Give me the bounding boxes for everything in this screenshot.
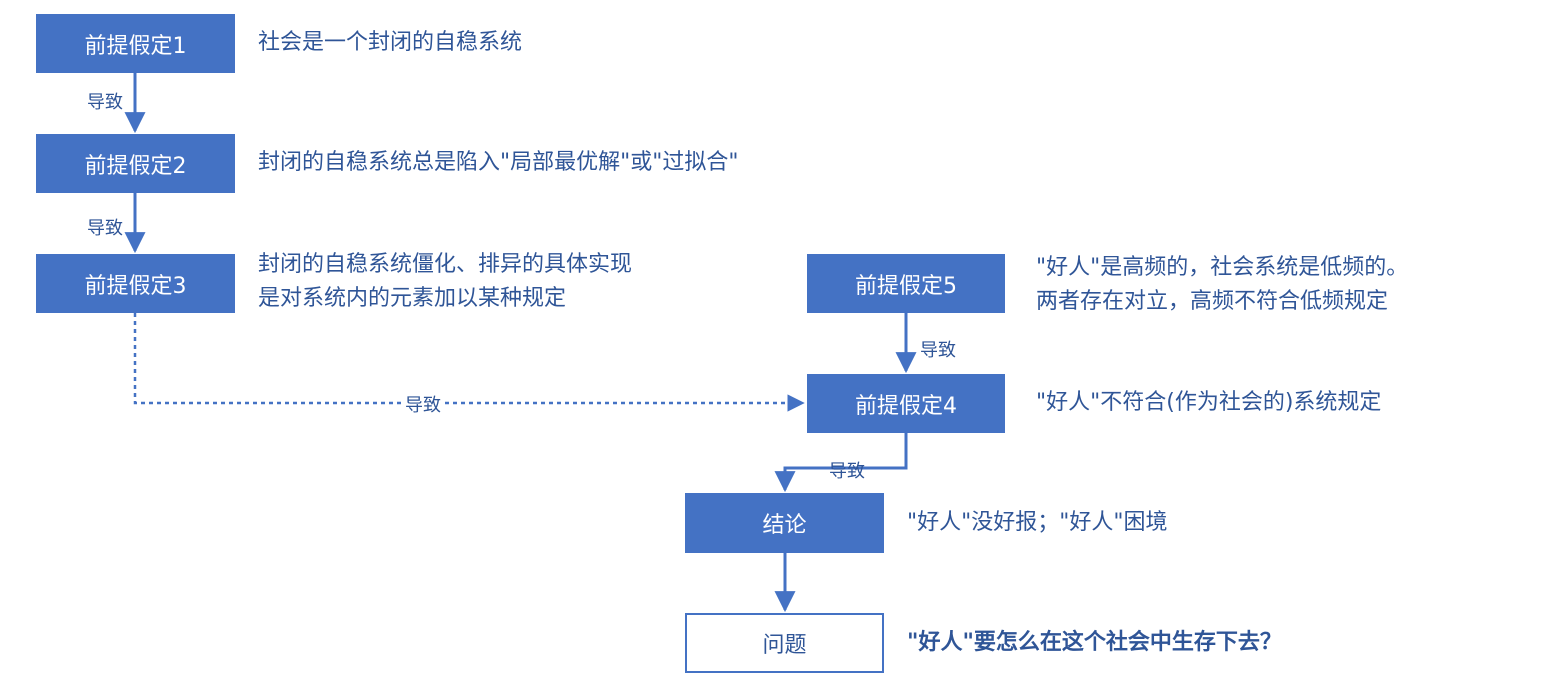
premise-5-desc-line1: "好人"是高频的，社会系统是低频的。 <box>1036 255 1409 280</box>
premise-3-desc: 封闭的自稳系统僵化、排异的具体实现 是对系统内的元素加以某种规定 <box>258 248 632 316</box>
node-premise-1: 前提假定1 <box>36 14 235 73</box>
node-conclusion: 结论 <box>685 493 884 553</box>
node-premise-5: 前提假定5 <box>807 254 1005 313</box>
premise-4-desc: "好人"不符合(作为社会的)系统规定 <box>1036 390 1382 415</box>
edge-label-p4-conclusion: 导致 <box>829 461 865 482</box>
premise-1-desc: 社会是一个封闭的自稳系统 <box>258 30 523 55</box>
edge-label-p2-p3: 导致 <box>87 218 123 239</box>
premise-2-desc: 封闭的自稳系统总是陷入"局部最优解"或"过拟合" <box>258 150 739 175</box>
node-premise-3: 前提假定3 <box>36 254 235 313</box>
edge-label-p5-p4: 导致 <box>920 340 956 361</box>
node-premise-4: 前提假定4 <box>807 374 1005 433</box>
edge-p4-conclusion <box>774 433 908 493</box>
premise-3-desc-line2: 是对系统内的元素加以某种规定 <box>258 286 567 311</box>
node-question: 问题 <box>685 613 884 673</box>
conclusion-desc: "好人"没好报；"好人"困境 <box>907 510 1168 535</box>
question-desc: "好人"要怎么在这个社会中生存下去？ <box>907 630 1282 655</box>
premise-3-desc-line1: 封闭的自稳系统僵化、排异的具体实现 <box>258 252 633 277</box>
node-premise-2: 前提假定2 <box>36 134 235 193</box>
premise-5-desc-line2: 两者存在对立，高频不符合低频规定 <box>1036 289 1389 314</box>
edge-p3-p4-dashed <box>133 313 805 412</box>
premise-5-desc: "好人"是高频的，社会系统是低频的。 两者存在对立，高频不符合低频规定 <box>1036 251 1408 319</box>
edge-label-p1-p2: 导致 <box>87 92 123 113</box>
edge-label-p3-p4: 导致 <box>405 391 441 417</box>
